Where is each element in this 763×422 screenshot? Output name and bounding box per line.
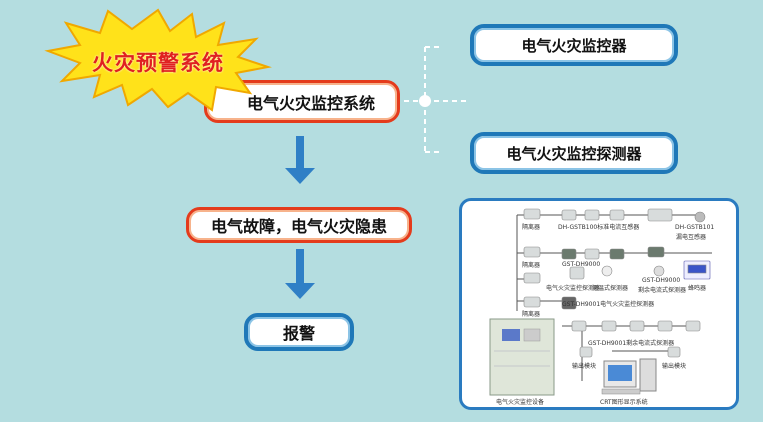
connector-node bbox=[419, 95, 431, 107]
diagram-label-isolator-3: 隔离器 bbox=[522, 311, 541, 318]
burst-star-icon bbox=[44, 8, 272, 112]
alarm-box: 报警 bbox=[244, 313, 354, 351]
fault-box: 电气故障，电气火灾隐患 bbox=[186, 207, 412, 243]
diagram-label-monitor-detector: 电气火灾监控探测器 bbox=[546, 285, 601, 292]
main-system-label: 电气火灾监控系统 bbox=[246, 93, 375, 113]
diagram-label-residual-detector: 剩余电流式探测器 bbox=[638, 287, 687, 294]
branch-detector-label: 电气火灾监控探测器 bbox=[506, 144, 642, 163]
diagram-label-output-1: 输出模块 bbox=[572, 363, 597, 370]
diagram-label-isolator-2: 隔离器 bbox=[522, 262, 541, 269]
diagram-label-gst-2: GST-DH9000 bbox=[642, 277, 681, 284]
connector-lines bbox=[395, 46, 470, 153]
diagram-label-crt: CRT图形显示系统 bbox=[600, 399, 648, 406]
diagram-label-ct: DH-GSTB100标准电流互感器 bbox=[558, 224, 640, 231]
down-arrow-2 bbox=[285, 249, 315, 301]
fault-label: 电气故障，电气火灾隐患 bbox=[210, 217, 387, 236]
system-diagram-panel: 隔离器 DH-GSTB100标准电流互感器 DH-GSTB101 漏电互感器 隔… bbox=[459, 198, 739, 410]
diagram-label-isolator-1: 隔离器 bbox=[522, 224, 541, 231]
branch-monitor-label: 电气火灾监控器 bbox=[521, 36, 627, 55]
diagram-label-gst-1: GST-DH9000 bbox=[562, 261, 601, 268]
diagram-label-leak-ct: 漏电互感器 bbox=[676, 234, 707, 241]
diagram-wiring bbox=[489, 208, 712, 396]
diagram-label-buzzer: 蜂鸣器 bbox=[688, 285, 707, 292]
branch-detector-box: 电气火灾监控探测器 bbox=[470, 132, 678, 174]
diagram-label-cabinet: 电气火灾监控设备 bbox=[496, 399, 545, 406]
down-arrow-1 bbox=[285, 136, 315, 186]
diagram-label-gst-9001-monitor: GST-DH9001电气火灾监控探测器 bbox=[562, 301, 655, 308]
branch-monitor-box: 电气火灾监控器 bbox=[470, 24, 678, 66]
diagram-label-temp-detector: 测温式探测器 bbox=[592, 285, 629, 292]
burst-label: 火灾预警系统 bbox=[92, 51, 224, 75]
diagram-label-gst-9001-residual: GST-DH9001剩余电流式探测器 bbox=[588, 340, 675, 347]
diagram-label-dh101: DH-GSTB101 bbox=[675, 224, 715, 231]
alarm-label: 报警 bbox=[282, 324, 315, 343]
diagram-label-output-2: 输出模块 bbox=[662, 363, 687, 370]
alert-burst: 火灾预警系统 bbox=[44, 7, 272, 113]
